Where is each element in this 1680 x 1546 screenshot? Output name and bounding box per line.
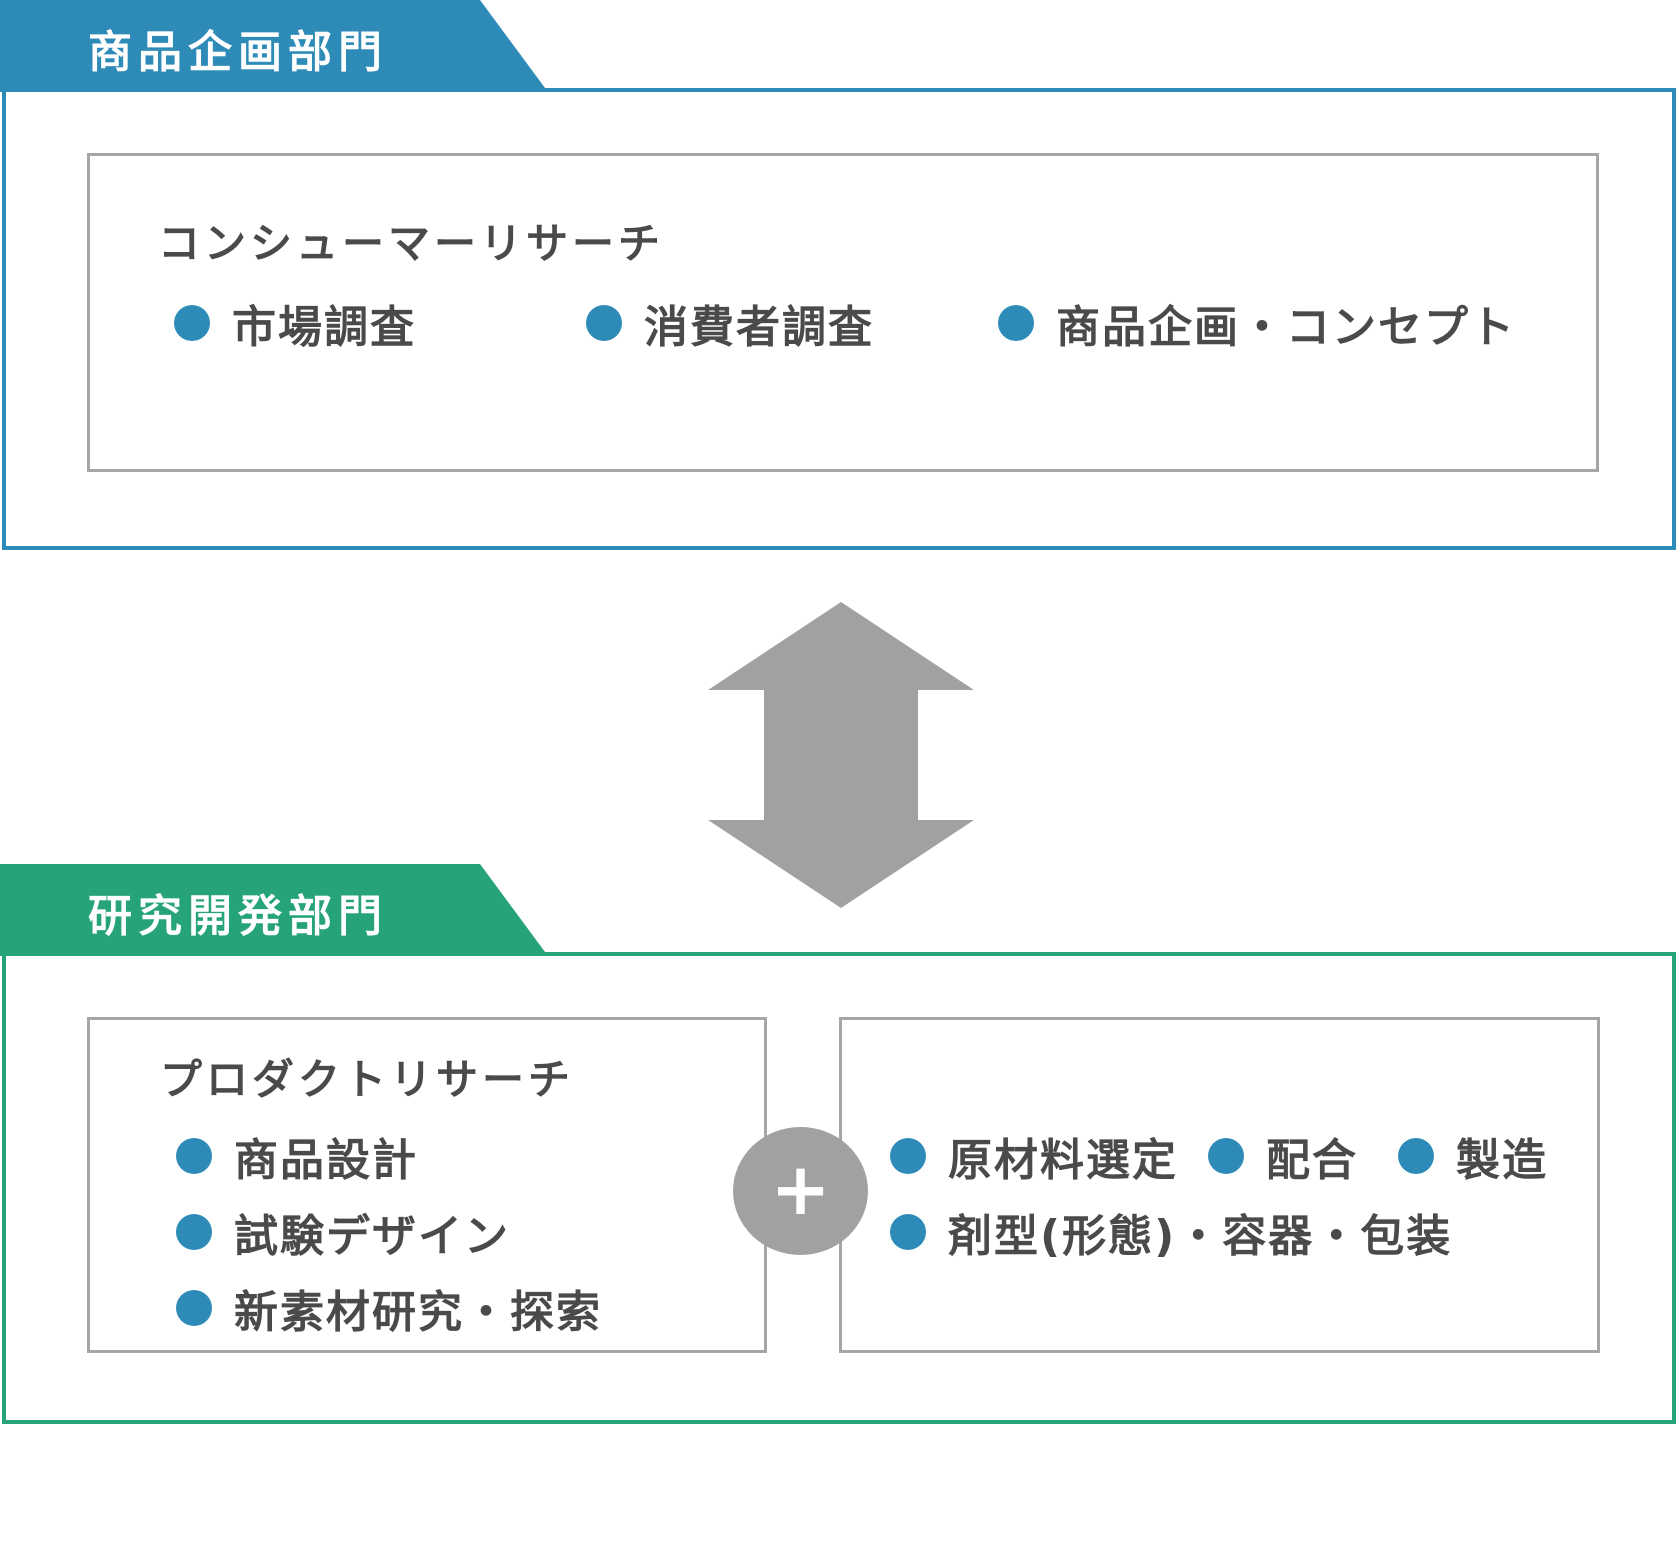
- bullet-dot-icon: [1208, 1138, 1244, 1174]
- consumer-research-title: コンシューマーリサーチ: [158, 219, 665, 268]
- item-label: 市場調査: [232, 302, 416, 353]
- item-label: 配合: [1266, 1135, 1358, 1186]
- bullet-dot-icon: [998, 305, 1034, 341]
- bullet-dot-icon: [174, 305, 210, 341]
- planning-department-tab: 商品企画部門: [0, 0, 548, 92]
- list-item-product-design: 商品設計: [176, 1124, 418, 1188]
- item-label: 商品設計: [234, 1135, 418, 1186]
- item-label: 製造: [1456, 1135, 1548, 1186]
- rnd-department-panel: [2, 952, 1676, 1424]
- bullet-dot-icon: [586, 305, 622, 341]
- bullet-dot-icon: [176, 1214, 212, 1250]
- list-item-product-concept: 商品企画・コンセプト: [998, 291, 1516, 355]
- planning-department-panel: [2, 88, 1676, 550]
- list-item-consumer-survey: 消費者調査: [586, 291, 874, 355]
- plus-symbol: +: [770, 1147, 831, 1231]
- list-item-formulation: 配合: [1208, 1124, 1358, 1188]
- bullet-dot-icon: [176, 1290, 212, 1326]
- consumer-research-box: コンシューマーリサーチ 市場調査 消費者調査 商品企画・コンセプト: [87, 153, 1599, 472]
- item-label: 試験デザイン: [234, 1211, 510, 1262]
- list-item-dosage-container-packaging: 剤型(形態)・容器・包装: [890, 1200, 1452, 1264]
- list-item-raw-material-selection: 原材料選定: [890, 1124, 1178, 1188]
- bullet-dot-icon: [1398, 1138, 1434, 1174]
- product-research-title: プロダクトリサーチ: [160, 1055, 575, 1104]
- item-label: 剤型(形態)・容器・包装: [948, 1211, 1453, 1262]
- rnd-department-tab: 研究開発部門: [0, 864, 548, 956]
- plus-icon: +: [733, 1127, 868, 1255]
- list-item-new-material-research: 新素材研究・探索: [176, 1276, 602, 1340]
- product-research-box: プロダクトリサーチ 商品設計 試験デザイン 新素材研究・探索: [87, 1017, 767, 1353]
- item-label: 原材料選定: [948, 1135, 1178, 1186]
- list-item-market-research: 市場調査: [174, 291, 416, 355]
- list-item-manufacturing: 製造: [1398, 1124, 1548, 1188]
- planning-department-label: 商品企画部門: [88, 27, 388, 78]
- item-label: 消費者調査: [644, 302, 874, 353]
- item-label: 新素材研究・探索: [234, 1287, 602, 1338]
- rnd-department-label: 研究開発部門: [88, 891, 388, 942]
- bullet-dot-icon: [890, 1214, 926, 1250]
- double-vertical-arrow-icon: [708, 602, 974, 908]
- item-label: 商品企画・コンセプト: [1056, 302, 1516, 353]
- bullet-dot-icon: [176, 1138, 212, 1174]
- bullet-dot-icon: [890, 1138, 926, 1174]
- formulation-box: 原材料選定 配合 製造 剤型(形態)・容器・包装: [839, 1017, 1600, 1353]
- list-item-test-design: 試験デザイン: [176, 1200, 510, 1264]
